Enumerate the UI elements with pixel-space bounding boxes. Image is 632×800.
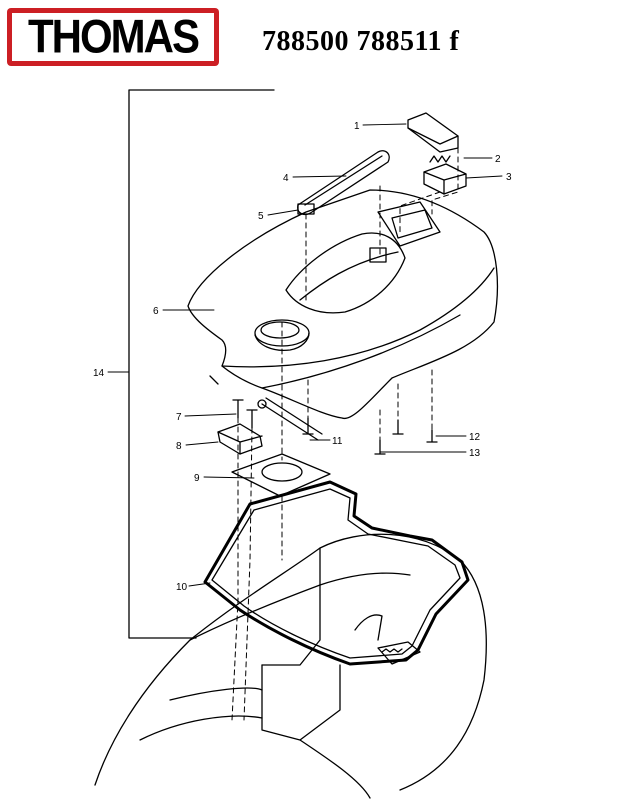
spring (429, 155, 451, 163)
cup-plate (231, 453, 331, 497)
latch-block (423, 163, 467, 195)
brand-name: THOMAS (28, 10, 200, 63)
base-unit (94, 533, 487, 791)
latch-opening (377, 201, 441, 247)
callout-1: 1 (354, 121, 360, 132)
callout-6: 6 (153, 306, 159, 317)
recess-clip (369, 247, 387, 263)
model-numbers: 788500 788511 f (262, 26, 460, 57)
screw-12a (302, 417, 314, 435)
callout-11: 11 (332, 436, 343, 447)
group-bracket (128, 89, 275, 639)
callout-12: 12 (469, 432, 481, 443)
screw-7b (246, 409, 258, 429)
callout-10: 10 (176, 582, 188, 593)
callout-5: 5 (258, 211, 264, 222)
screw-7a (232, 399, 244, 419)
callout-7: 7 (176, 412, 182, 423)
top-cover (187, 189, 499, 420)
callout-13: 13 (469, 448, 481, 459)
latch-button (407, 112, 459, 153)
callout-4: 4 (283, 173, 289, 184)
hinge-bracket (217, 423, 263, 455)
gasket (203, 480, 470, 666)
callout-leaders (107, 123, 503, 587)
callout-2: 2 (495, 154, 501, 165)
callout-3: 3 (506, 172, 512, 183)
screw-12b (392, 419, 404, 435)
handle-recess (285, 232, 406, 314)
callout-8: 8 (176, 441, 182, 452)
logo-frame: THOMAS (12, 10, 214, 63)
assembly-guide-lines (231, 147, 459, 721)
callout-9: 9 (194, 473, 200, 484)
callout-14: 14 (93, 368, 105, 379)
thomas-logo: THOMAS (7, 8, 219, 66)
screw-12c (426, 429, 438, 443)
handle (297, 150, 390, 216)
